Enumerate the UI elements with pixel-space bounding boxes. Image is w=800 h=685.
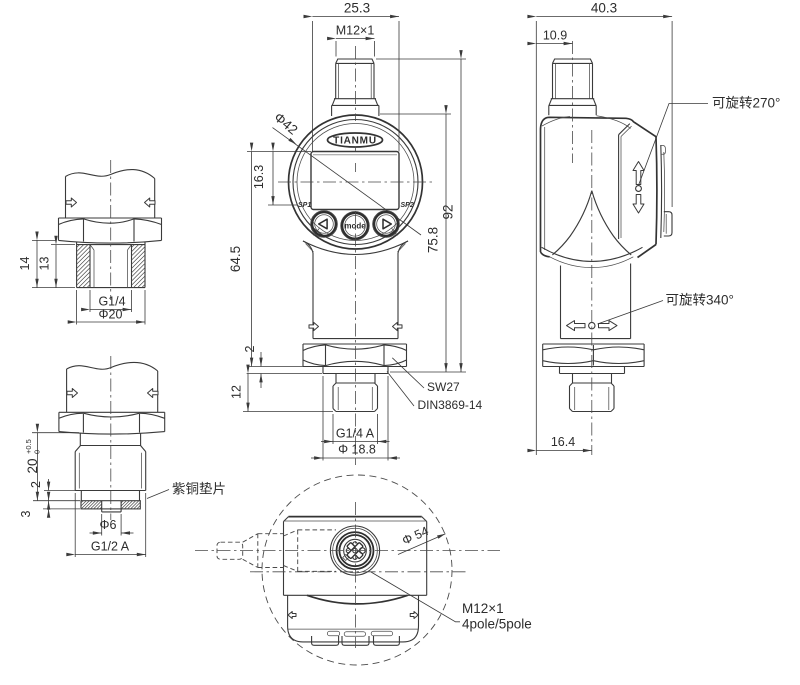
- label-sw27: SW27: [427, 380, 460, 394]
- top-view: [195, 474, 500, 666]
- dim-2b: 2: [29, 481, 43, 488]
- label-rotate-270: 可旋转270°: [712, 96, 780, 111]
- label-rotate-340: 可旋转340°: [666, 293, 734, 308]
- adapter-g12-view: [58, 356, 166, 520]
- left-triangle-icon: [317, 218, 328, 230]
- dim-20-tol-plus: +0.5: [24, 439, 33, 454]
- dim-10-9: 10.9: [543, 29, 567, 43]
- dim-14: 14: [18, 257, 32, 271]
- dim-25-3: 25.3: [344, 1, 370, 16]
- brand-logo: TIANMU: [333, 135, 377, 146]
- brand-oval: [326, 132, 384, 148]
- m12-connector-front: [331, 58, 380, 116]
- label-din3869: DIN3869-14: [418, 398, 483, 412]
- dim-40-3: 40.3: [591, 1, 617, 16]
- left-arrow-button: [310, 210, 338, 238]
- hex-nut-front: [302, 343, 408, 368]
- dim-phi6: Φ6: [100, 518, 117, 532]
- dim-2-front: 2: [243, 345, 257, 352]
- dim-20-tol-zero: 0: [33, 450, 42, 454]
- adapter-g14-view: [57, 160, 163, 300]
- display-rotation-arrows-icon: [632, 161, 645, 214]
- label-sp1: SP1: [298, 202, 311, 209]
- dim-12: 12: [230, 385, 244, 399]
- dim-92: 92: [441, 204, 456, 219]
- side-view: [539, 41, 673, 455]
- dim-m12-front: M12×1: [336, 24, 375, 38]
- lcd-display: [310, 150, 400, 211]
- dim-g12a: G1/2 A: [91, 540, 130, 554]
- dim-g14a: G1/4 A: [336, 427, 375, 441]
- dim-g14: G1/4: [98, 295, 125, 309]
- mode-button: mode: [340, 211, 370, 241]
- label-copper-gasket: 紫铜垫片: [172, 482, 226, 497]
- right-arrow-button: [372, 210, 400, 238]
- dim-20: 20: [25, 458, 40, 473]
- display-head-front: TIANMU SP1 SP2 mode: [287, 114, 424, 340]
- dim-64-5: 64.5: [228, 246, 243, 272]
- dim-phi18-8: Φ 18.8: [338, 443, 376, 457]
- body-rotation-arrows-icon: [566, 320, 618, 332]
- label-sp2: SP2: [401, 202, 414, 209]
- dim-16-3: 16.3: [252, 165, 266, 189]
- dim-13: 13: [38, 257, 52, 271]
- right-triangle-icon: [382, 218, 393, 230]
- dim-3: 3: [19, 510, 33, 517]
- dim-75-8: 75.8: [426, 227, 441, 253]
- label-poles: 4pole/5pole: [462, 617, 532, 632]
- dim-16-4: 16.4: [551, 435, 575, 449]
- process-thread-front: [332, 373, 379, 413]
- label-m12-top: M12×1: [462, 601, 504, 616]
- side-view-dims: 40.3 10.9 可旋转270° 可旋转340° 16.4: [527, 1, 780, 455]
- dim-phi20: Φ20: [99, 308, 123, 322]
- button-mode-label: mode: [344, 222, 366, 231]
